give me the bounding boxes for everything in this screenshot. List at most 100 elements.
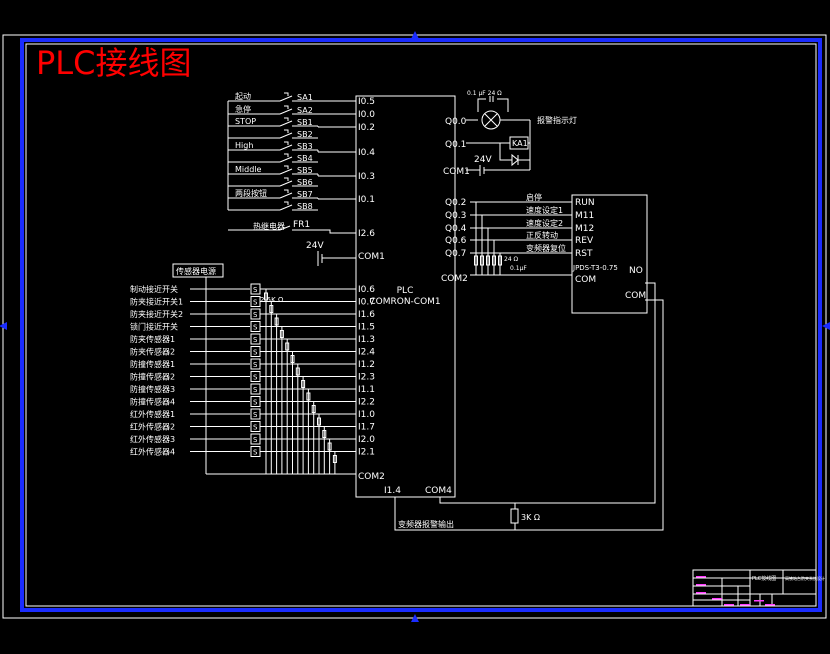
sensor-terminal-mark: S	[253, 399, 258, 407]
overload-port: I2.6	[358, 229, 375, 239]
switch-contact-icon	[279, 165, 293, 175]
switch-contact-icon	[279, 129, 293, 139]
sensor-terminal-mark: S	[253, 324, 258, 332]
com4-port: COM4	[425, 486, 452, 496]
com2-right-port: COM2	[441, 274, 468, 284]
lamp-cross	[484, 113, 498, 127]
lamp-rating: 0.1 μF 24 Ω	[467, 90, 502, 97]
alarm-loop-wire	[394, 299, 664, 531]
output-supply-voltage: 24V	[474, 155, 492, 165]
vfd-com2-terminal: COM	[625, 291, 646, 301]
rc-element	[498, 255, 502, 266]
vfd-output-port: Q0.2	[445, 198, 466, 208]
relay-name: KA1	[512, 139, 528, 148]
title-block-mark	[724, 604, 734, 606]
vfd-control-label: 变频器复位	[526, 243, 566, 253]
plc-box	[355, 95, 456, 498]
switch-name: SB1	[297, 118, 313, 127]
rc-element	[492, 255, 496, 266]
sensor-port: I0.7	[358, 298, 375, 308]
sensor-header-box	[172, 263, 224, 278]
sensor-label: 防夹传感器2	[130, 347, 175, 357]
plc-input-port: I0.0	[358, 110, 375, 120]
sensor-label: 防撞传感器3	[130, 384, 175, 394]
vfd-output-port: Q0.3	[445, 211, 466, 221]
plc-input-port: I0.3	[358, 172, 375, 182]
page-title: PLC接线图	[36, 44, 191, 82]
switch-label: STOP	[235, 117, 256, 126]
sensor-label: 防夹接近开关1	[130, 297, 183, 307]
vfd-terminal: RUN	[575, 198, 595, 208]
sensor-port: I1.6	[358, 310, 375, 320]
sensor-label: 锁门接近开关	[130, 322, 178, 332]
com2-left-port: COM2	[358, 472, 385, 482]
outer-border	[2, 34, 827, 619]
plc-name: PLC	[397, 286, 414, 296]
sensor-terminal-mark: S	[253, 349, 258, 357]
lamp-label: 报警指示灯	[537, 115, 577, 125]
switch-name: SB6	[297, 178, 313, 187]
overload-contact: FR1	[293, 220, 310, 230]
alarm-resistor-label: 3K Ω	[521, 513, 540, 522]
com1-right-port: COM1	[443, 167, 470, 177]
rc-element	[474, 255, 478, 266]
switch-contact-icon	[279, 105, 293, 115]
sensor-terminal-mark: S	[253, 361, 258, 369]
q00-port: Q0.0	[445, 117, 467, 127]
vfd-model: JPDS-T3-0.75	[572, 264, 618, 272]
switch-name: SB7	[297, 190, 313, 199]
frame-center-mark	[411, 614, 419, 622]
rc-cap-label: 0.1μF	[510, 265, 527, 272]
sensor-label: 红外传感器3	[130, 434, 175, 444]
sensor-terminal-mark: S	[253, 411, 258, 419]
vfd-control-label: 速度设定2	[526, 218, 563, 228]
plc-input-port: I0.4	[358, 148, 375, 158]
plc-model: COMRON-COM1	[369, 297, 440, 307]
switch-name: SA2	[297, 106, 313, 115]
sensor-terminal-mark: S	[253, 436, 258, 444]
sensor-terminal-mark: S	[253, 336, 258, 344]
sensor-terminal-mark: S	[253, 374, 258, 382]
sensor-label: 红外传感器4	[130, 447, 175, 457]
vfd-output-port: Q0.4	[445, 224, 467, 234]
title-block-mark	[696, 592, 706, 594]
switch-name: SB4	[297, 154, 313, 163]
vfd-terminal: M12	[575, 224, 594, 234]
drawing-frame	[20, 38, 822, 612]
sensor-port: I2.1	[358, 448, 375, 458]
frame-center-mark	[0, 322, 7, 330]
switch-label: 两段按钮	[235, 188, 267, 198]
sensor-label: 防夹传感器1	[130, 334, 175, 344]
vfd-control-label: 启停	[526, 192, 542, 202]
i14-port: I1.4	[384, 486, 401, 496]
vfd-terminal: RST	[575, 249, 593, 259]
alarm-output-label: 变频器报警输出	[398, 519, 454, 529]
alarm-return-wire	[439, 282, 656, 504]
sensor-terminal-mark: S	[253, 386, 258, 394]
overload-label: 热继电器	[253, 221, 285, 231]
frame-center-mark	[411, 31, 419, 39]
title-block-name: PLC接线图	[752, 575, 776, 582]
switch-name: SA1	[297, 93, 313, 102]
sensor-port: I2.2	[358, 398, 375, 408]
rc-element	[480, 255, 484, 266]
switch-contact-icon	[279, 189, 293, 199]
plc-input-port: I0.1	[358, 195, 375, 205]
overload-contact-icon	[279, 225, 356, 234]
sensor-label: 红外传感器2	[130, 422, 175, 432]
switch-contact-icon	[279, 141, 293, 151]
sensor-port: I1.5	[358, 323, 375, 333]
supply-voltage: 24V	[306, 241, 324, 251]
sensor-port: I2.4	[358, 348, 375, 358]
switch-label: High	[235, 141, 253, 150]
sensor-label: 防夹接近开关2	[130, 309, 183, 319]
plc-input-port: I0.5	[358, 97, 375, 107]
alarm-resistor	[510, 508, 519, 524]
sensor-label: 防撞传感器2	[130, 372, 175, 382]
vfd-control-label: 速度设定1	[526, 205, 563, 215]
sensor-label: 防撞传感器4	[130, 397, 175, 407]
rc-element	[486, 255, 490, 266]
title-block-mark	[696, 576, 706, 578]
vfd-terminal: REV	[575, 236, 594, 246]
